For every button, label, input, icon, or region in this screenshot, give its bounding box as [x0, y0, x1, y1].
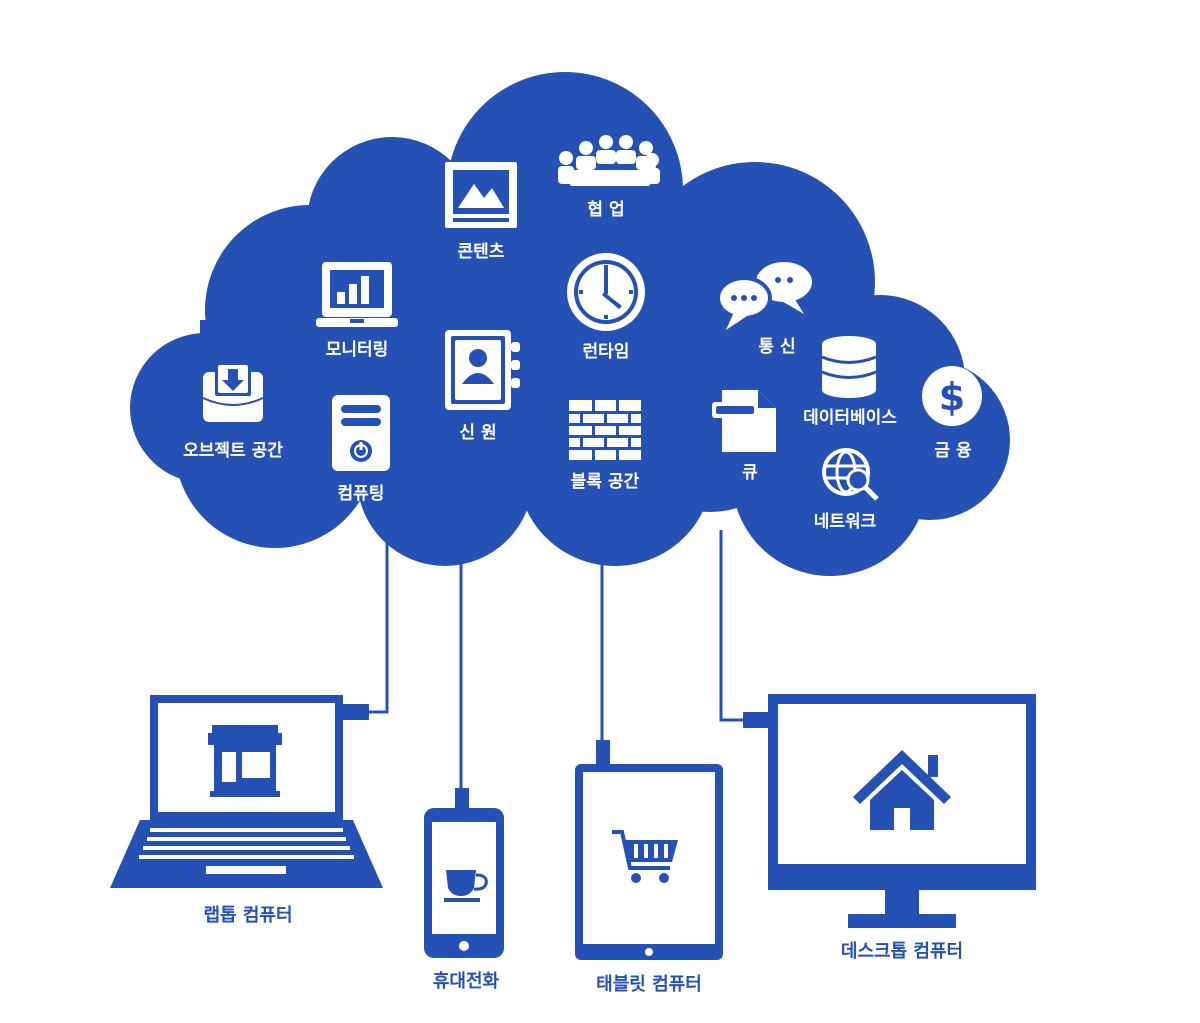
cable-desktop	[719, 530, 745, 722]
label-block-storage: 블록 공간	[571, 472, 640, 492]
label-communication: 통 신	[758, 337, 795, 357]
phone-device	[424, 788, 504, 958]
database-icon	[821, 336, 877, 398]
laptop-device	[110, 695, 383, 888]
label-contents: 콘텐츠	[458, 242, 505, 262]
label-monitoring: 모니터링	[326, 340, 389, 360]
brick-wall-icon	[569, 400, 641, 460]
globe-search-icon	[822, 448, 879, 501]
clock-icon	[567, 253, 645, 331]
label-collaboration: 협 업	[587, 199, 624, 220]
svg-text:$: $	[939, 375, 965, 419]
label-phone: 휴대전화	[433, 971, 500, 992]
tablet-shopping-cart-icon	[612, 830, 678, 883]
desktop-home-icon	[853, 750, 951, 830]
meeting-people-icon	[558, 135, 660, 186]
server-power-icon	[332, 395, 390, 471]
label-object-storage: 오브젝트 공간	[183, 441, 283, 461]
label-runtime: 런타임	[583, 341, 630, 362]
label-computing: 컴퓨팅	[338, 483, 385, 504]
cable-laptop	[368, 530, 389, 714]
document-queue-icon	[712, 390, 776, 452]
laptop-storefront-icon	[208, 725, 282, 797]
contact-book-icon	[445, 330, 520, 410]
image-picture-icon	[445, 162, 517, 228]
monitor-chart-icon	[316, 262, 398, 327]
label-laptop: 랩톱 컴퓨터	[203, 905, 292, 926]
tablet-device	[575, 740, 723, 960]
label-tablet: 태블릿 컴퓨터	[596, 974, 702, 995]
connection-cables	[368, 520, 745, 788]
label-identity: 신 원	[459, 423, 496, 443]
cloud-shape	[130, 72, 1010, 576]
label-finance: 금 융	[934, 441, 972, 461]
label-queue: 큐	[742, 463, 758, 483]
label-desktop: 데스크톱 컴퓨터	[841, 941, 963, 962]
label-database: 데이터베이스	[803, 408, 897, 428]
dollar-coin-icon: $	[922, 366, 982, 426]
desktop-device	[743, 694, 1036, 928]
object-storage-download-icon	[202, 362, 264, 422]
phone-coffee-cup-icon	[444, 870, 488, 902]
chat-bubbles-icon	[716, 262, 812, 330]
label-network: 네트워크	[814, 512, 877, 532]
